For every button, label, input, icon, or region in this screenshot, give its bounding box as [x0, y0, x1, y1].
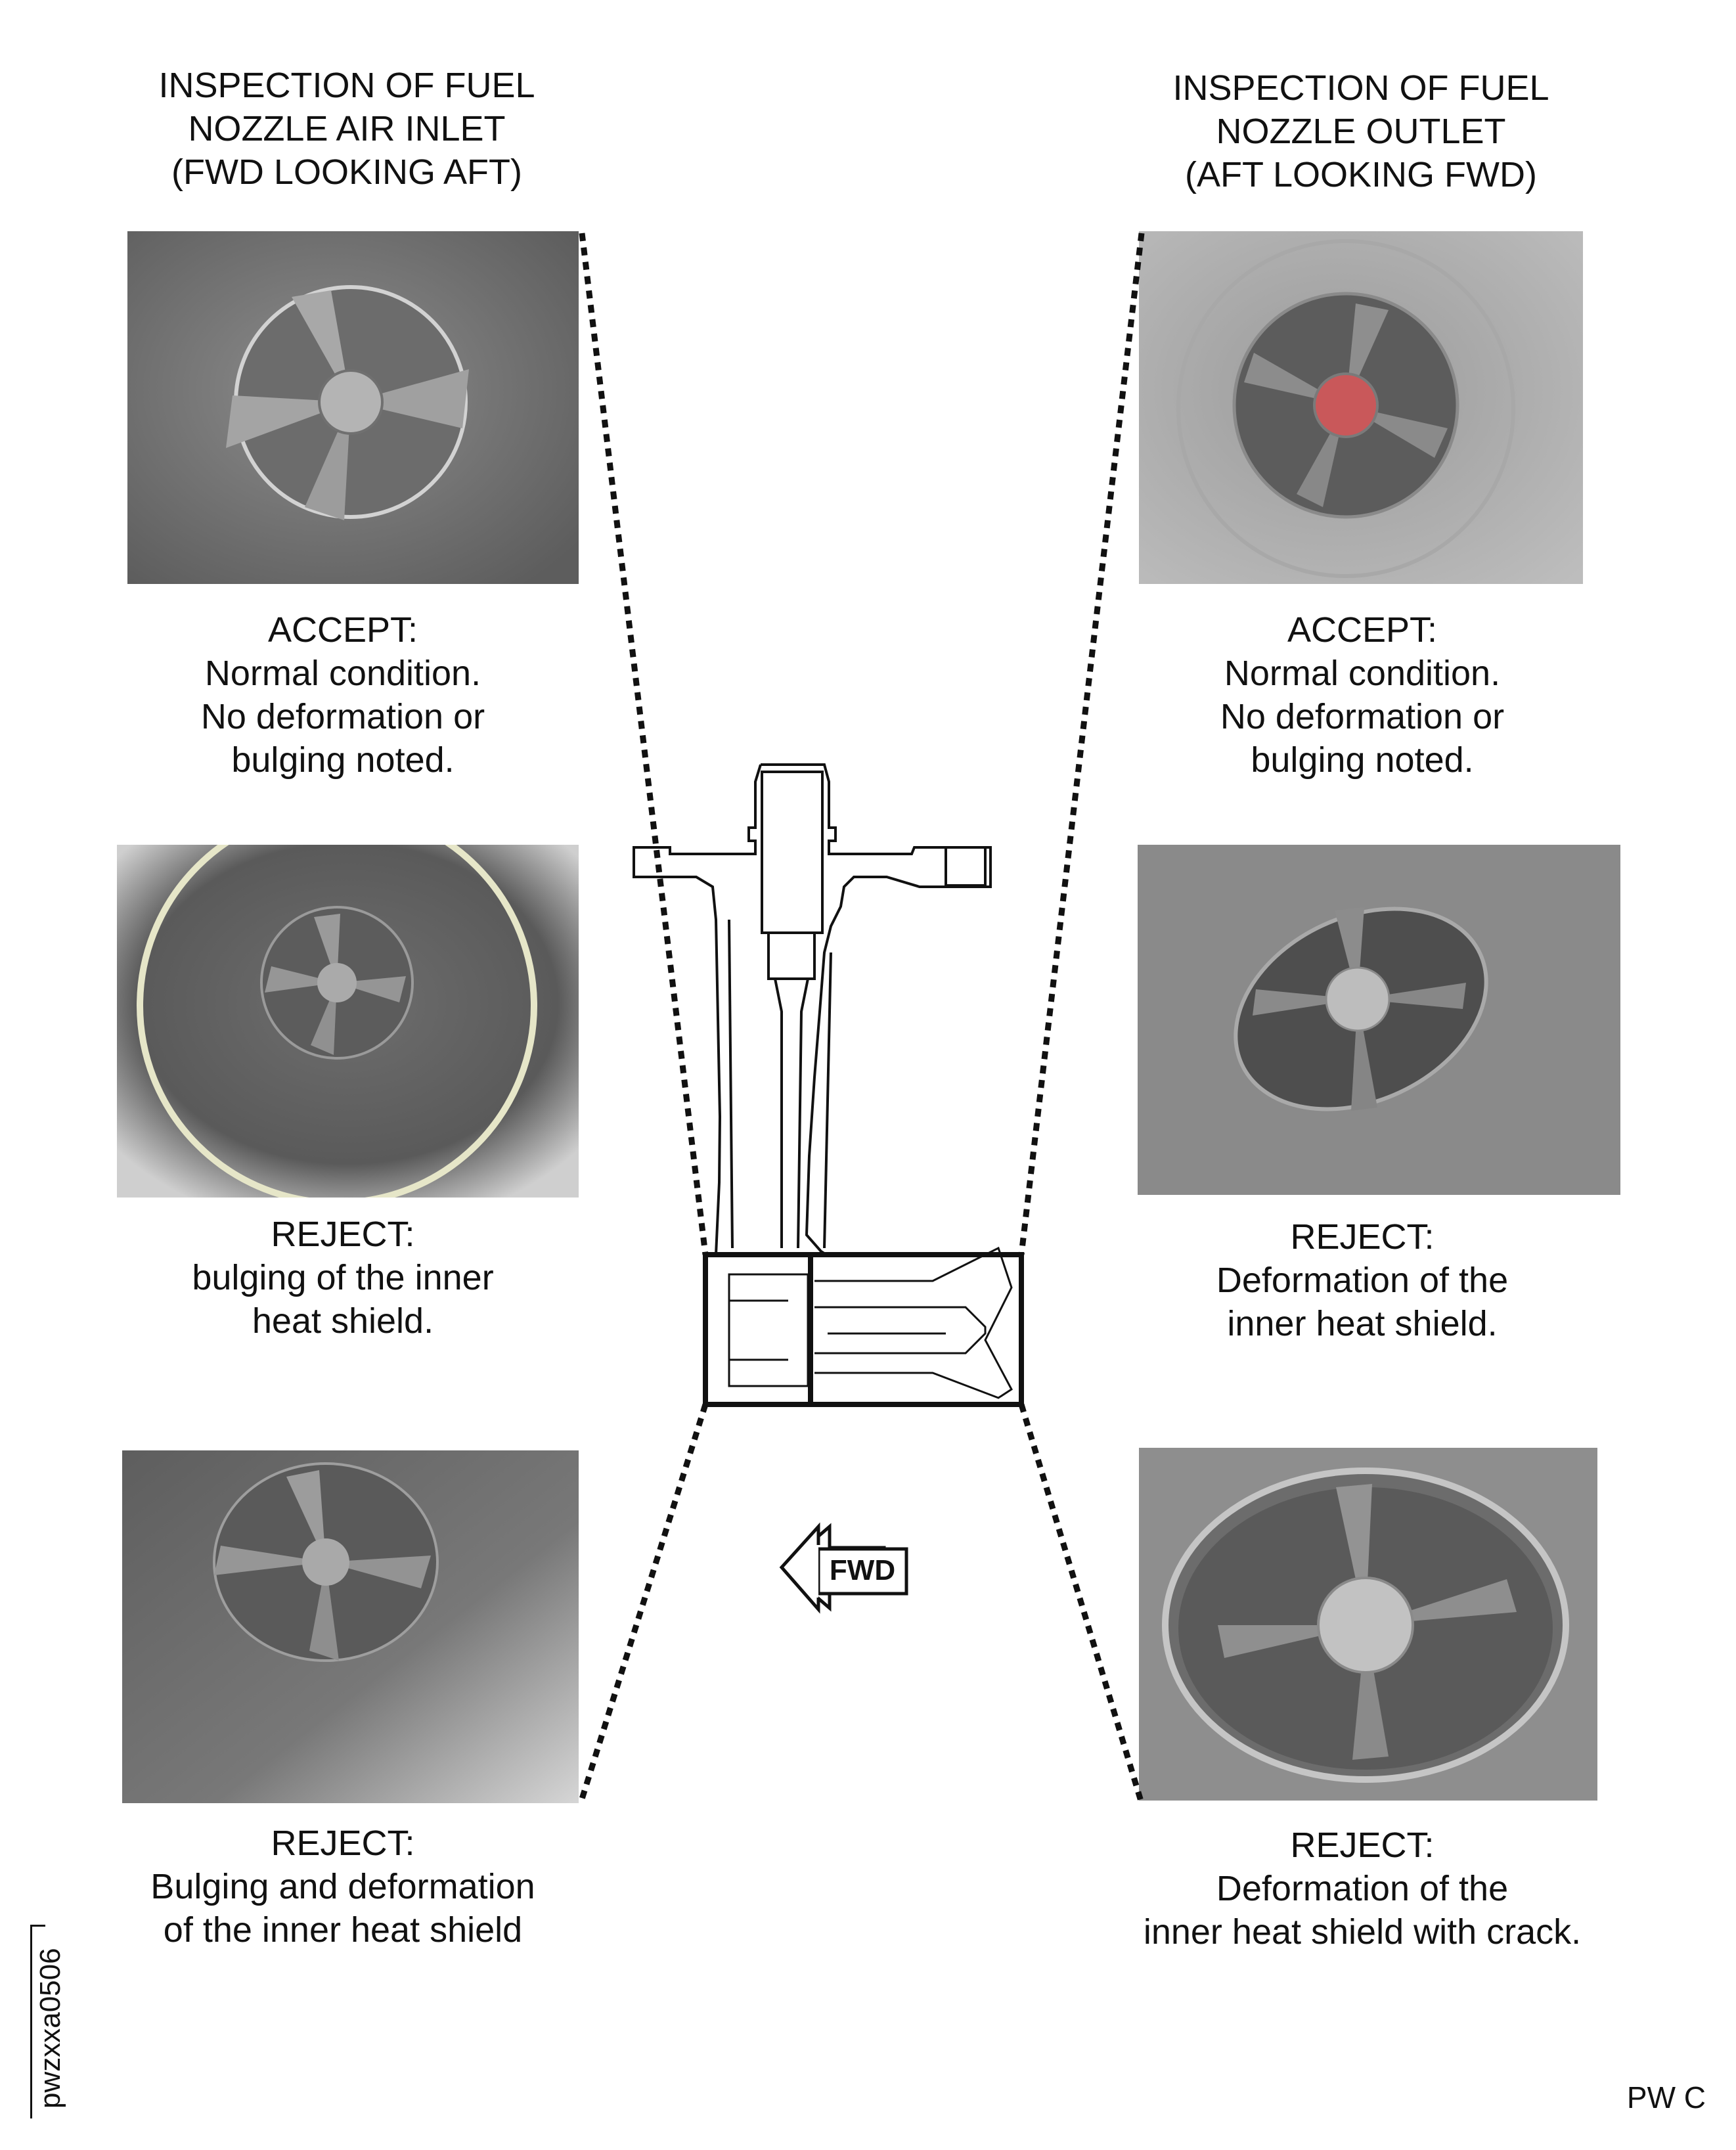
caption-outlet-accept: ACCEPT:Normal condition.No deformation o…	[1220, 610, 1505, 780]
photo-outlet-accept	[1139, 231, 1583, 584]
photo-inlet-reject-bulging	[117, 845, 579, 1198]
leader-lines	[577, 233, 1145, 1804]
fwd-arrow: FWD	[779, 1522, 908, 1614]
figure-id-bracket	[30, 1925, 45, 2118]
photo-inlet-reject-bulging-deformation	[122, 1450, 579, 1803]
photo-inlet-accept	[127, 231, 579, 584]
fwd-label: FWD	[830, 1554, 895, 1586]
photo-outlet-reject-crack	[1139, 1448, 1597, 1801]
inspection-windows	[703, 1252, 1024, 1407]
nozzle-tip-detail	[728, 1246, 1013, 1399]
photo-outlet-reject-deformation	[1138, 845, 1620, 1195]
figure-id: pwzxxa0506	[34, 1948, 66, 2109]
caption-inlet-accept: ACCEPT:Normal condition.No deformation o…	[200, 610, 485, 780]
fuel-nozzle-outline	[633, 763, 992, 1256]
footer-label: PW C	[1626, 2080, 1706, 2115]
